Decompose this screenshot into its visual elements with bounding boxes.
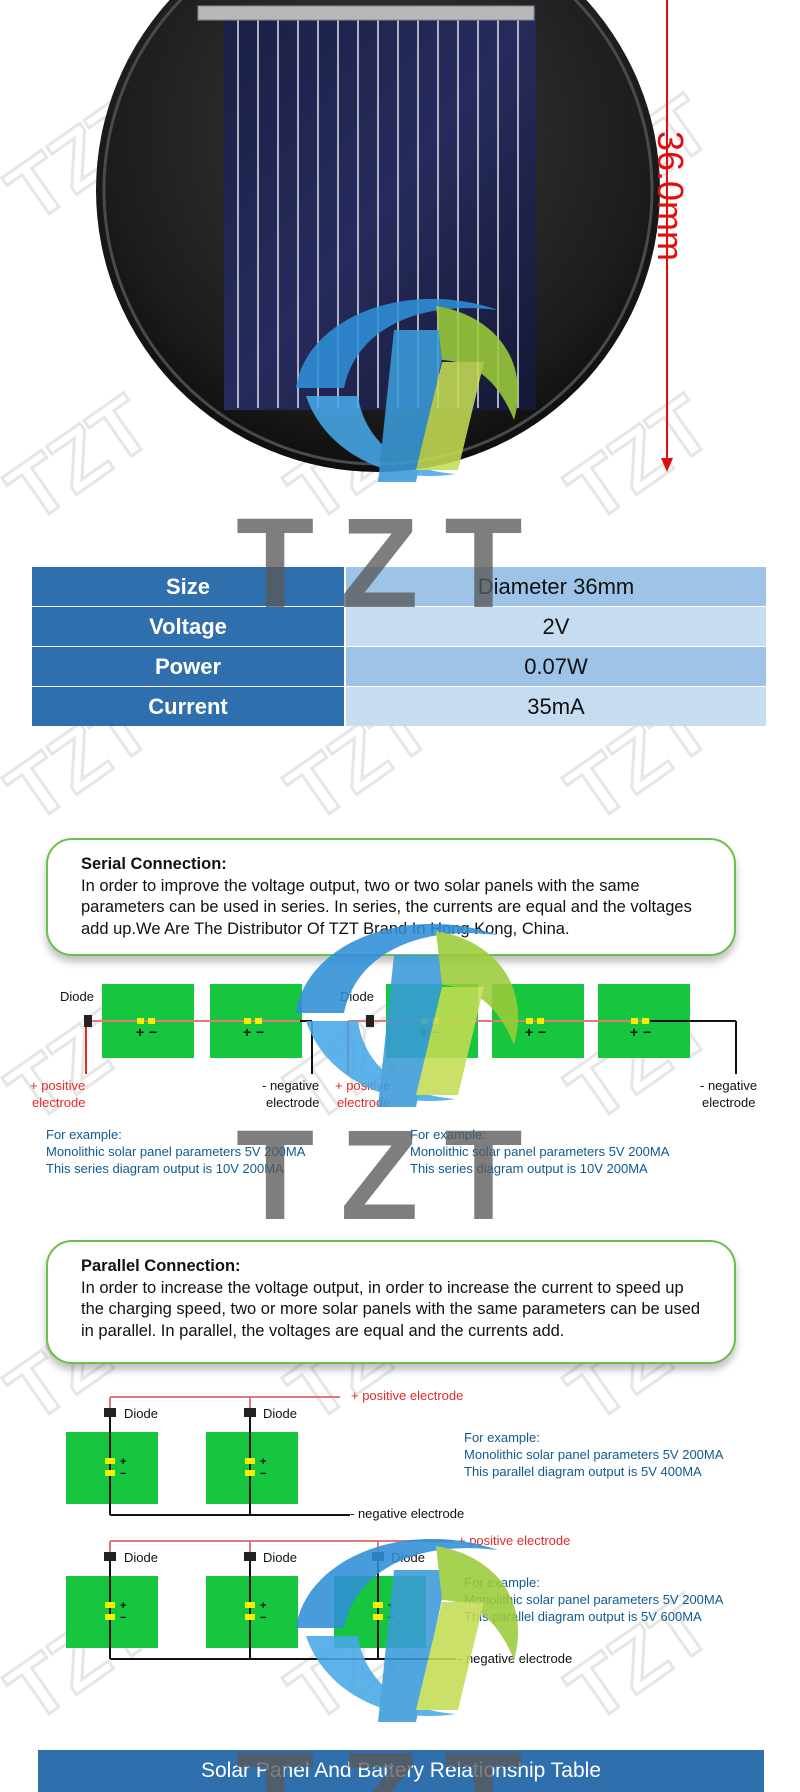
spec-value: 2V — [346, 607, 766, 646]
svg-text:+: + — [388, 1600, 394, 1612]
svg-text:+: + — [136, 1024, 144, 1040]
svg-text:+: + — [120, 1600, 126, 1612]
svg-text:−: − — [388, 1612, 394, 1624]
serial-title: Serial Connection: — [81, 855, 227, 873]
svg-text:−: − — [120, 1612, 126, 1624]
example-line: This parallel diagram output is 5V 400MA — [464, 1464, 702, 1479]
spec-key: Voltage — [32, 607, 344, 646]
diode-icon — [372, 1552, 384, 1561]
diode-label: Diode — [340, 989, 374, 1004]
solar-panel — [334, 1576, 426, 1648]
spec-row-size: Size Diameter 36mm — [32, 567, 766, 606]
positive-electrode-label: + positive — [30, 1078, 86, 1093]
svg-text:+: + — [243, 1024, 251, 1040]
svg-text:−: − — [260, 1468, 266, 1480]
spec-value: 0.07W — [346, 647, 766, 686]
svg-text:−: − — [149, 1024, 157, 1040]
diode-label: Diode — [263, 1550, 297, 1565]
diode-label: Diode — [124, 1406, 158, 1421]
solar-panel — [206, 1432, 298, 1504]
example-line: Monolithic solar panel parameters 5V 200… — [46, 1144, 306, 1159]
example-title: For example: — [464, 1430, 540, 1445]
banner-title: Solar Panel And Battery Relationship Tab… — [200, 1759, 602, 1782]
negative-electrode-label: - negative — [700, 1078, 758, 1093]
spec-key: Power — [32, 647, 344, 686]
parallel-description: In order to increase the voltage output,… — [81, 1278, 701, 1340]
svg-text:−: − — [260, 1612, 266, 1624]
spec-value: Diameter 36mm — [346, 567, 766, 606]
serial-diagram: + − + − + − + − + − — [84, 984, 737, 1074]
relationship-table-banner: Solar Panel And Battery Relationship Tab… — [38, 1750, 764, 1792]
positive-electrode-label: + positive — [335, 1078, 391, 1093]
svg-text:+: + — [630, 1024, 638, 1040]
parallel-connection-box: Parallel Connection: In order to increas… — [46, 1240, 736, 1364]
diode-icon — [244, 1552, 256, 1561]
negative-electrode-label: electrode — [266, 1095, 320, 1110]
example-line: This parallel diagram output is 5V 600MA — [464, 1609, 702, 1624]
diode-icon — [104, 1552, 116, 1561]
svg-text:−: − — [538, 1024, 546, 1040]
svg-text:−: − — [643, 1024, 651, 1040]
example-line: This series diagram output is 10V 200MA — [410, 1161, 648, 1176]
diode-label: Diode — [391, 1550, 425, 1565]
spec-key: Current — [32, 687, 344, 726]
example-line: Monolithic solar panel parameters 5V 200… — [464, 1592, 724, 1607]
example-title: For example: — [464, 1575, 540, 1590]
serial-connection-box: Serial Connection: In order to improve t… — [46, 838, 736, 956]
svg-text:+: + — [260, 1600, 266, 1612]
diode-label: Diode — [263, 1406, 297, 1421]
negative-electrode-label: electrode — [702, 1095, 756, 1110]
example-line: This series diagram output is 10V 200MA — [46, 1161, 284, 1176]
negative-electrode-label: - negative electrode — [350, 1506, 465, 1521]
parallel-title: Parallel Connection: — [81, 1257, 241, 1275]
dimension-label: 36.0mm — [650, 130, 691, 262]
example-title: For example: — [410, 1127, 486, 1142]
spec-table: Size Diameter 36mm Voltage 2V Power 0.07… — [32, 567, 766, 727]
diode-label: Diode — [124, 1550, 158, 1565]
solar-panel — [206, 1576, 298, 1648]
spec-row-power: Power 0.07W — [32, 647, 766, 686]
negative-electrode-label: - negative electrode — [458, 1651, 573, 1666]
negative-electrode-label: - negative — [262, 1078, 320, 1093]
diode-icon — [84, 1015, 92, 1027]
example-title: For example: — [46, 1127, 122, 1142]
spec-row-voltage: Voltage 2V — [32, 607, 766, 646]
example-line: Monolithic solar panel parameters 5V 200… — [464, 1447, 724, 1462]
svg-text:+: + — [420, 1024, 428, 1040]
spec-key: Size — [32, 567, 344, 606]
svg-text:+: + — [120, 1456, 126, 1468]
diode-icon — [244, 1408, 256, 1417]
diode-icon — [104, 1408, 116, 1417]
solar-panel — [66, 1576, 158, 1648]
svg-text:−: − — [120, 1468, 126, 1480]
svg-text:+: + — [525, 1024, 533, 1040]
positive-electrode-label: + positive electrode — [351, 1388, 464, 1403]
svg-text:+: + — [260, 1456, 266, 1468]
serial-description: In order to improve the voltage output, … — [81, 876, 692, 938]
positive-electrode-label: + positive electrode — [458, 1533, 571, 1548]
positive-electrode-label: electrode — [32, 1095, 86, 1110]
solar-panel — [66, 1432, 158, 1504]
svg-text:−: − — [256, 1024, 264, 1040]
spec-row-current: Current 35mA — [32, 687, 766, 726]
spec-value: 35mA — [346, 687, 766, 726]
diode-label: Diode — [60, 989, 94, 1004]
example-line: Monolithic solar panel parameters 5V 200… — [410, 1144, 670, 1159]
positive-electrode-label: electrode — [337, 1095, 391, 1110]
diode-icon — [366, 1015, 374, 1027]
svg-text:−: − — [433, 1024, 441, 1040]
